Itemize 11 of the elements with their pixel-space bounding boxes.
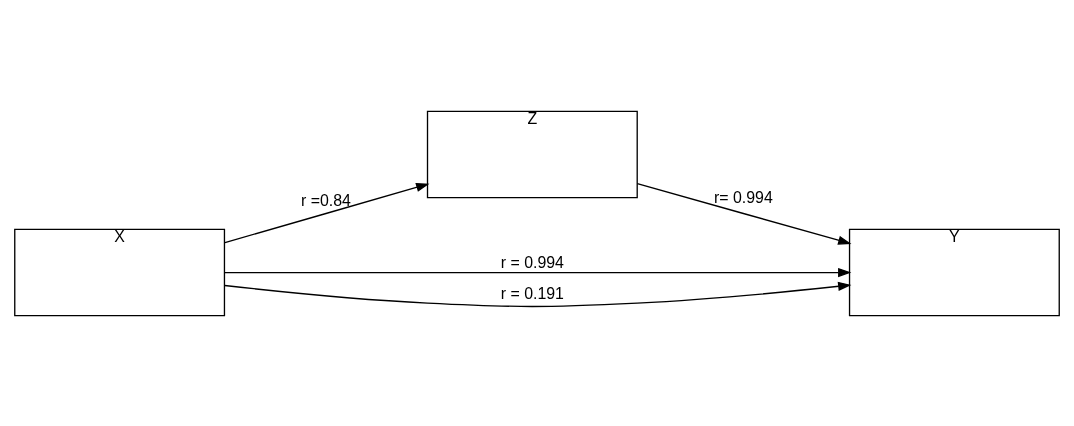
edge-label: r= 0.994 [713,188,773,206]
node-box: X [14,228,226,316]
node-box: Y [848,228,1060,316]
edge-label: r =0.84 [301,191,351,209]
arrow [224,182,430,243]
edge-label: r = 0.191 [500,284,564,302]
edge-label: r = 0.994 [500,253,564,271]
node-box: Z [426,110,638,198]
arrow [223,267,852,277]
arrow [224,281,852,307]
arrow [636,182,852,245]
